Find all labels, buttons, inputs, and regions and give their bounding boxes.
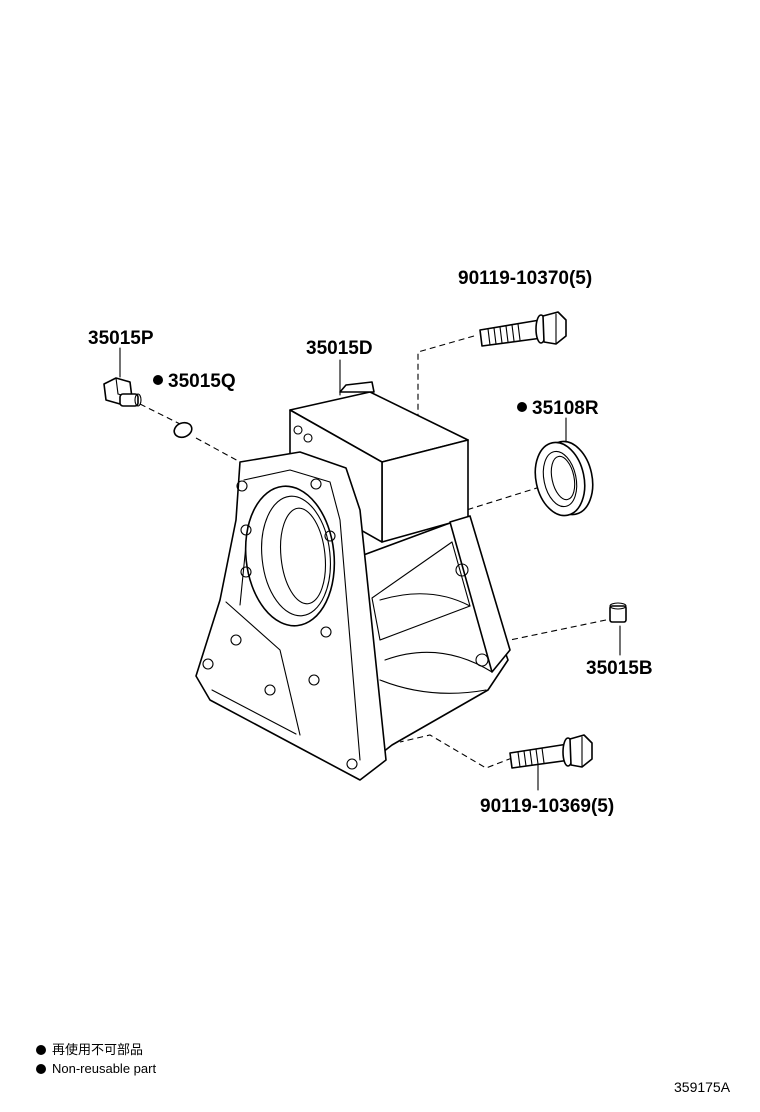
legend-row-english: Non-reusable part — [36, 1059, 156, 1078]
non-reusable-dot-35015q — [153, 375, 163, 385]
part-labels: 35015P 35015Q 35015D 90119-10370(5) 3510… — [88, 268, 653, 817]
legend-row-japanese: 再使用不可部品 — [36, 1040, 156, 1059]
legend: 再使用不可部品 Non-reusable part — [36, 1040, 156, 1078]
lower-bolt-part — [509, 734, 593, 769]
illustration-code: 359175A — [674, 1079, 731, 1095]
legend-text-japanese: 再使用不可部品 — [52, 1042, 144, 1057]
part-label-35108r: 35108R — [532, 398, 599, 419]
non-reusable-dot-35108r — [517, 402, 527, 412]
extension-housing-part — [195, 381, 511, 781]
part-label-35015q: 35015Q — [168, 371, 236, 392]
part-label-35015d: 35015D — [306, 338, 373, 359]
part-label-35015p: 35015P — [88, 328, 154, 349]
part-label-90119-10369: 90119-10369(5) — [480, 796, 614, 817]
gasket-part — [173, 421, 193, 439]
bullet-icon — [36, 1044, 46, 1055]
drain-plug-part — [103, 377, 142, 407]
part-label-90119-10370: 90119-10370(5) — [458, 268, 592, 289]
oil-seal-part — [534, 440, 594, 517]
legend-text-english: Non-reusable part — [52, 1061, 157, 1076]
upper-bolt-part — [479, 311, 567, 347]
bullet-icon — [36, 1063, 46, 1074]
part-label-35015b: 35015B — [586, 658, 653, 679]
dowel-pin-part — [609, 602, 627, 623]
